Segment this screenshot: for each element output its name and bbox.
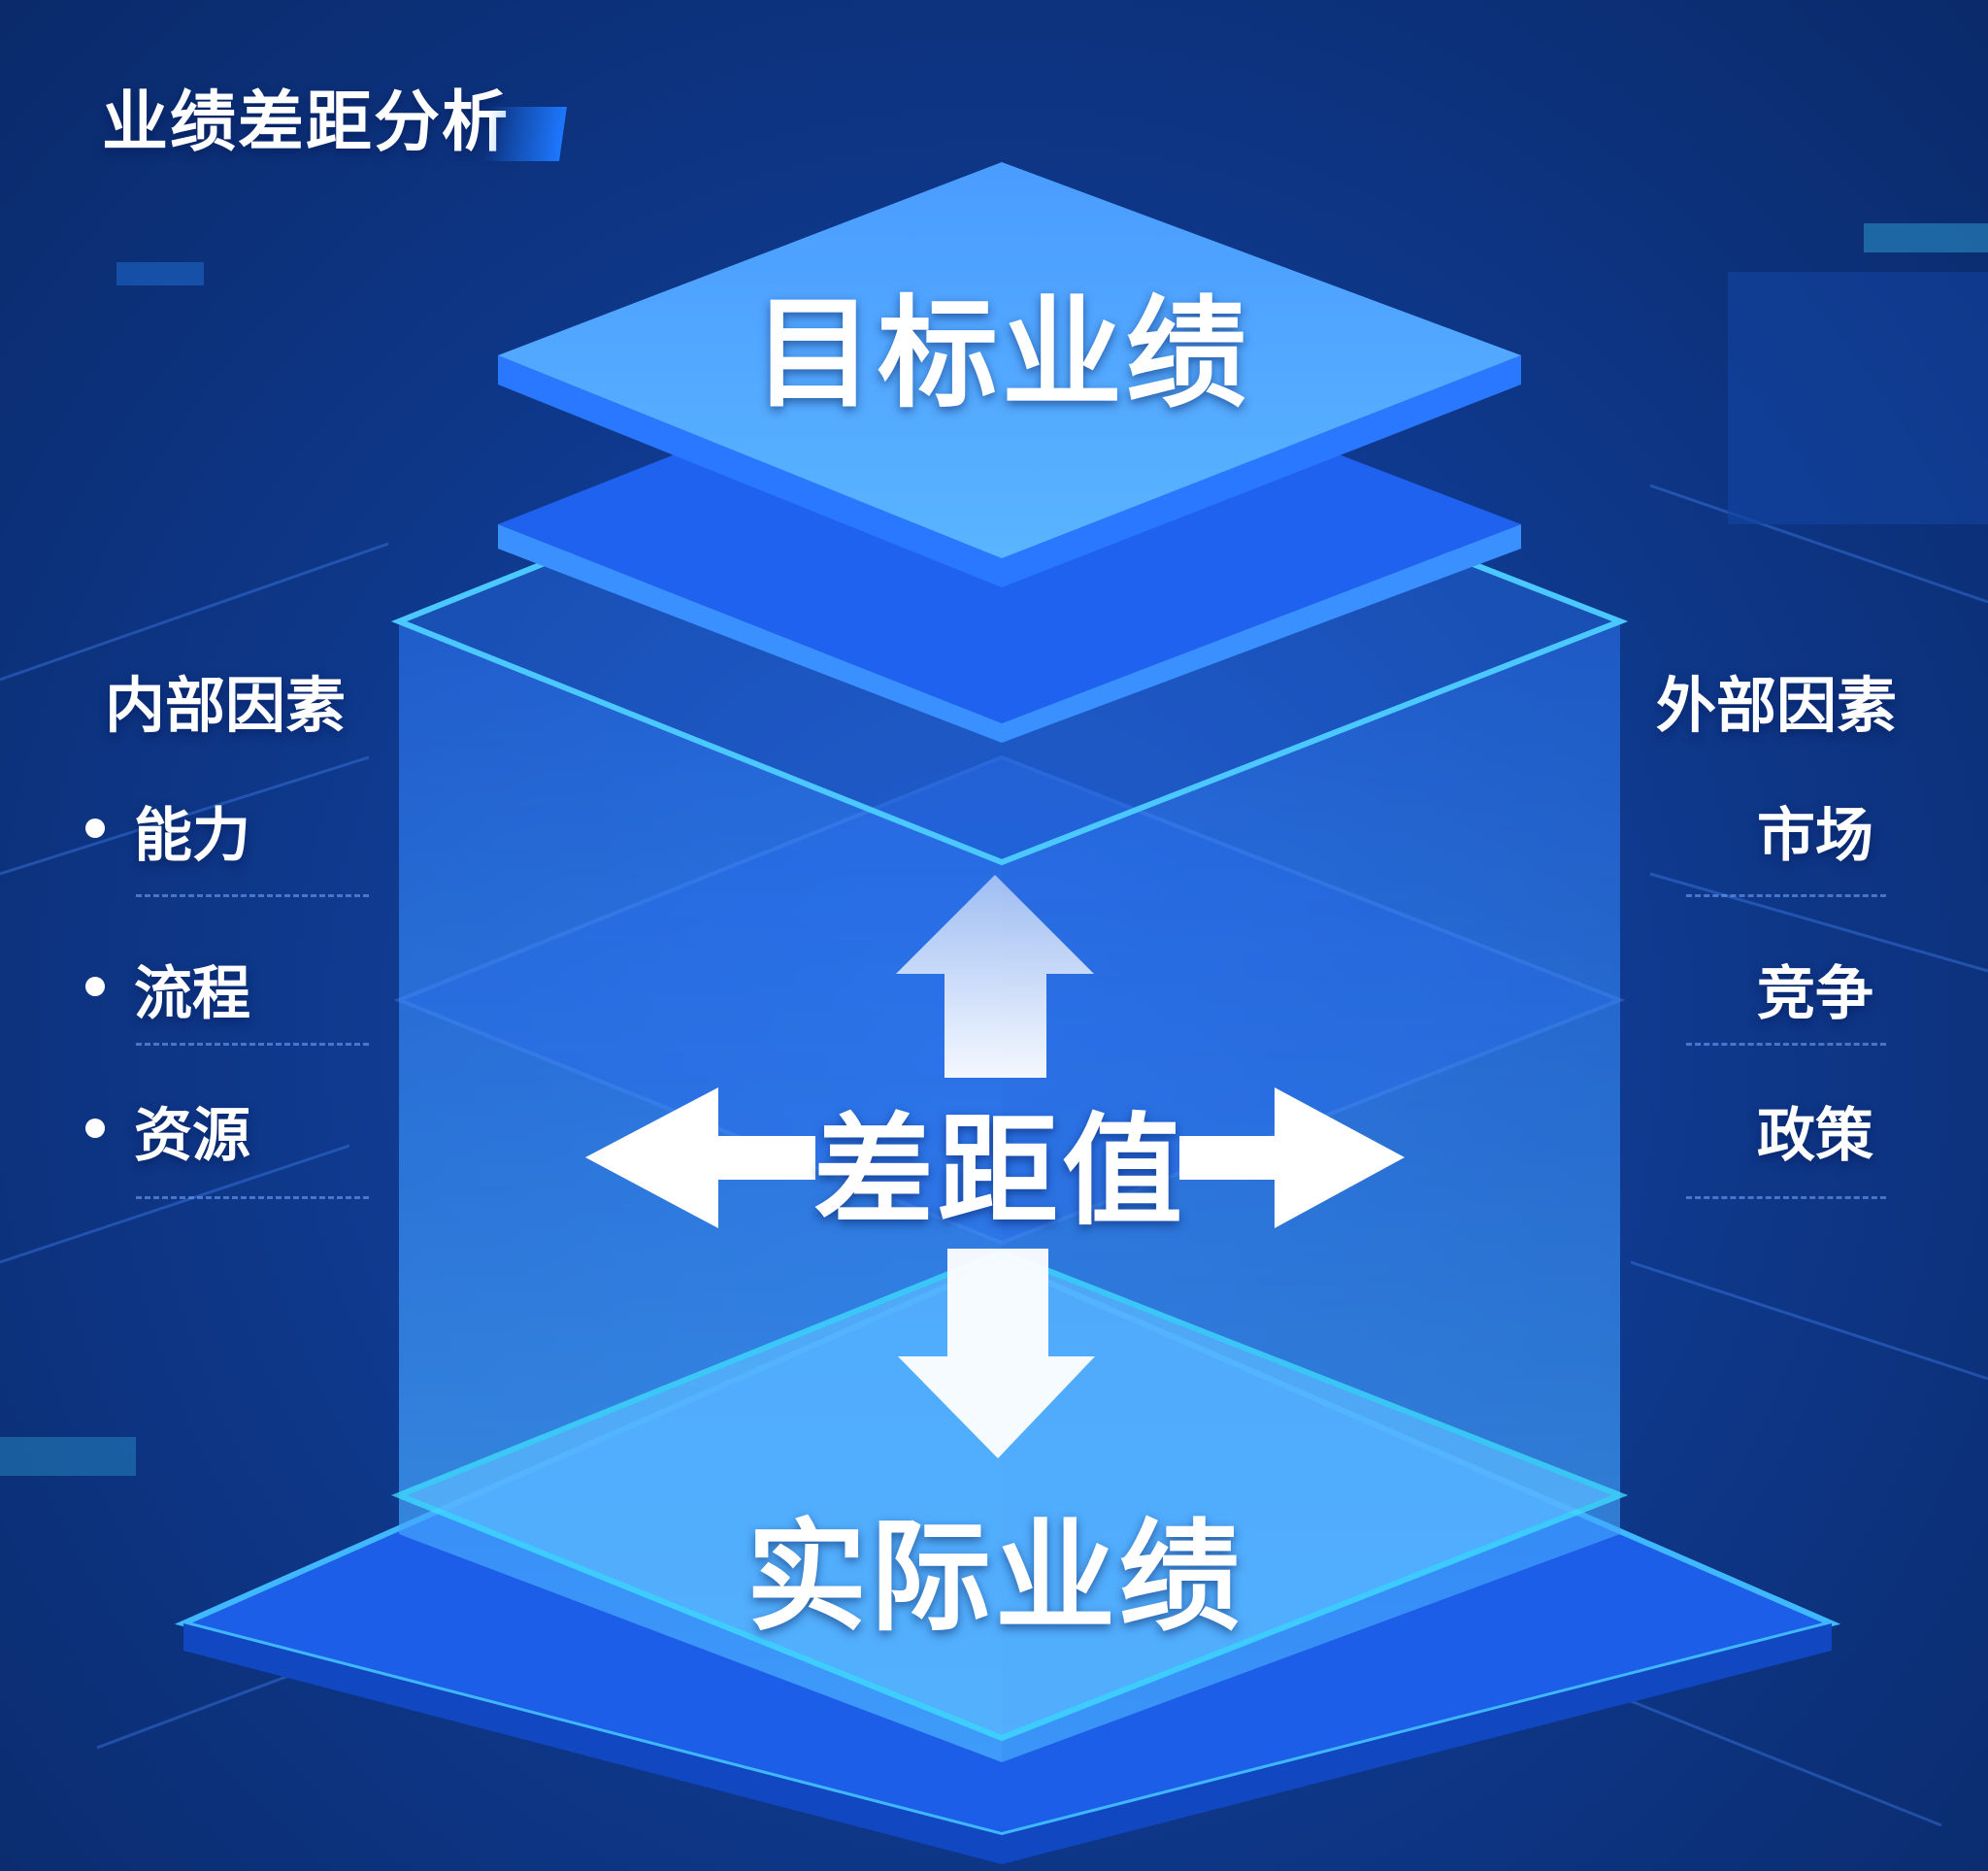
gap-value-label: 差距值 — [812, 1102, 1187, 1242]
internal-factors-heading: 内部因素 — [105, 670, 347, 741]
actual-floor — [390, 1249, 1629, 1742]
arrow-down-icon — [898, 1249, 1095, 1458]
divider — [1686, 1196, 1886, 1199]
bullet-icon — [85, 819, 105, 838]
divider — [1686, 1043, 1886, 1046]
internal-item: 资源 — [134, 1102, 250, 1170]
divider — [136, 1043, 369, 1046]
arrow-up-icon — [896, 875, 1094, 1078]
divider — [136, 1196, 369, 1199]
actual-performance-label: 实际业绩 — [746, 1508, 1244, 1648]
arrow-right-icon — [1179, 1087, 1405, 1228]
internal-item: 能力 — [134, 802, 250, 870]
divider — [136, 894, 369, 897]
external-factors-heading: 外部因素 — [1656, 670, 1898, 741]
external-item: 市场 — [1757, 802, 1873, 870]
arrow-left-icon — [585, 1087, 815, 1228]
target-plate — [498, 162, 1521, 558]
internal-item: 流程 — [134, 960, 250, 1028]
target-performance-label: 目标业绩 — [752, 284, 1251, 424]
external-item: 政策 — [1757, 1102, 1873, 1170]
background-circuit — [0, 223, 1988, 1827]
title-accent — [481, 107, 567, 161]
bullet-icon — [85, 977, 105, 996]
page-title: 业绩差距分析 — [102, 84, 511, 161]
external-item: 竞争 — [1757, 960, 1873, 1028]
divider — [1686, 894, 1886, 897]
bullet-icon — [85, 1119, 105, 1138]
